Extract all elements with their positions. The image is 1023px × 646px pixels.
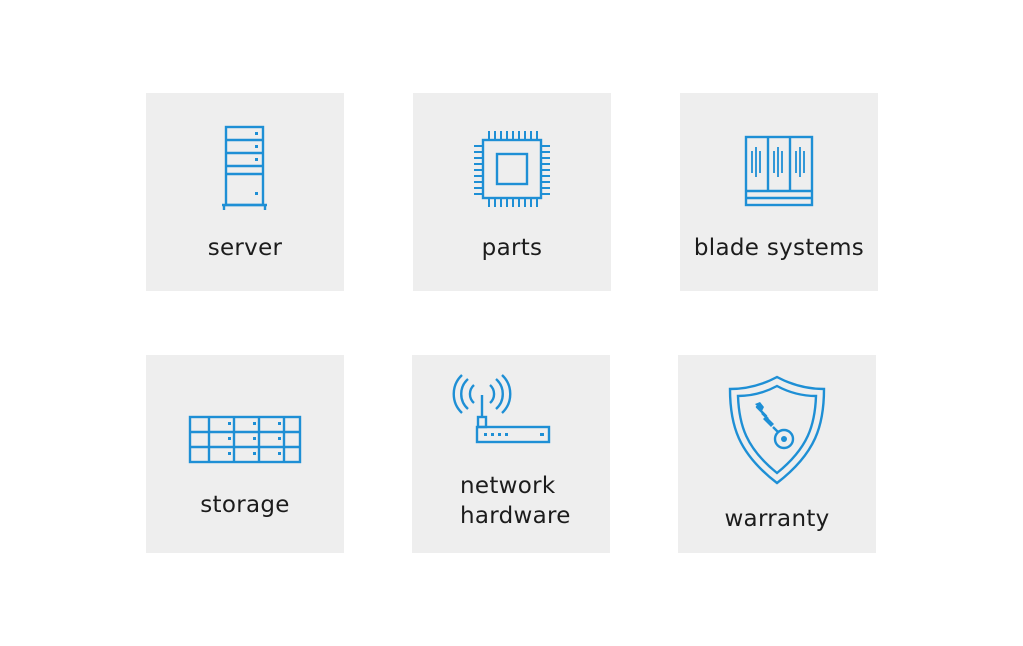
shield-wrench-icon xyxy=(728,375,826,485)
tile-parts[interactable]: parts xyxy=(413,93,611,291)
tile-warranty[interactable]: warranty xyxy=(678,355,876,553)
tile-storage[interactable]: storage xyxy=(146,355,344,553)
tile-label: server xyxy=(207,235,283,261)
tile-label-line1: network xyxy=(460,473,556,499)
tile-blade-systems[interactable]: blade systems xyxy=(680,93,878,291)
tile-label: parts xyxy=(481,235,543,261)
tile-server[interactable]: server xyxy=(146,93,344,291)
server-rack-icon xyxy=(222,125,267,210)
blade-chassis-icon xyxy=(744,135,814,207)
tile-label: warranty xyxy=(724,506,830,532)
tile-label-line2: hardware xyxy=(460,503,571,529)
cpu-chip-icon xyxy=(474,131,550,207)
tile-label: storage xyxy=(200,492,290,518)
wifi-router-icon xyxy=(452,374,551,444)
storage-array-icon xyxy=(188,415,302,464)
tile-label: blade systems xyxy=(693,235,865,261)
tile-network-hardware[interactable]: network hardware xyxy=(412,355,610,553)
